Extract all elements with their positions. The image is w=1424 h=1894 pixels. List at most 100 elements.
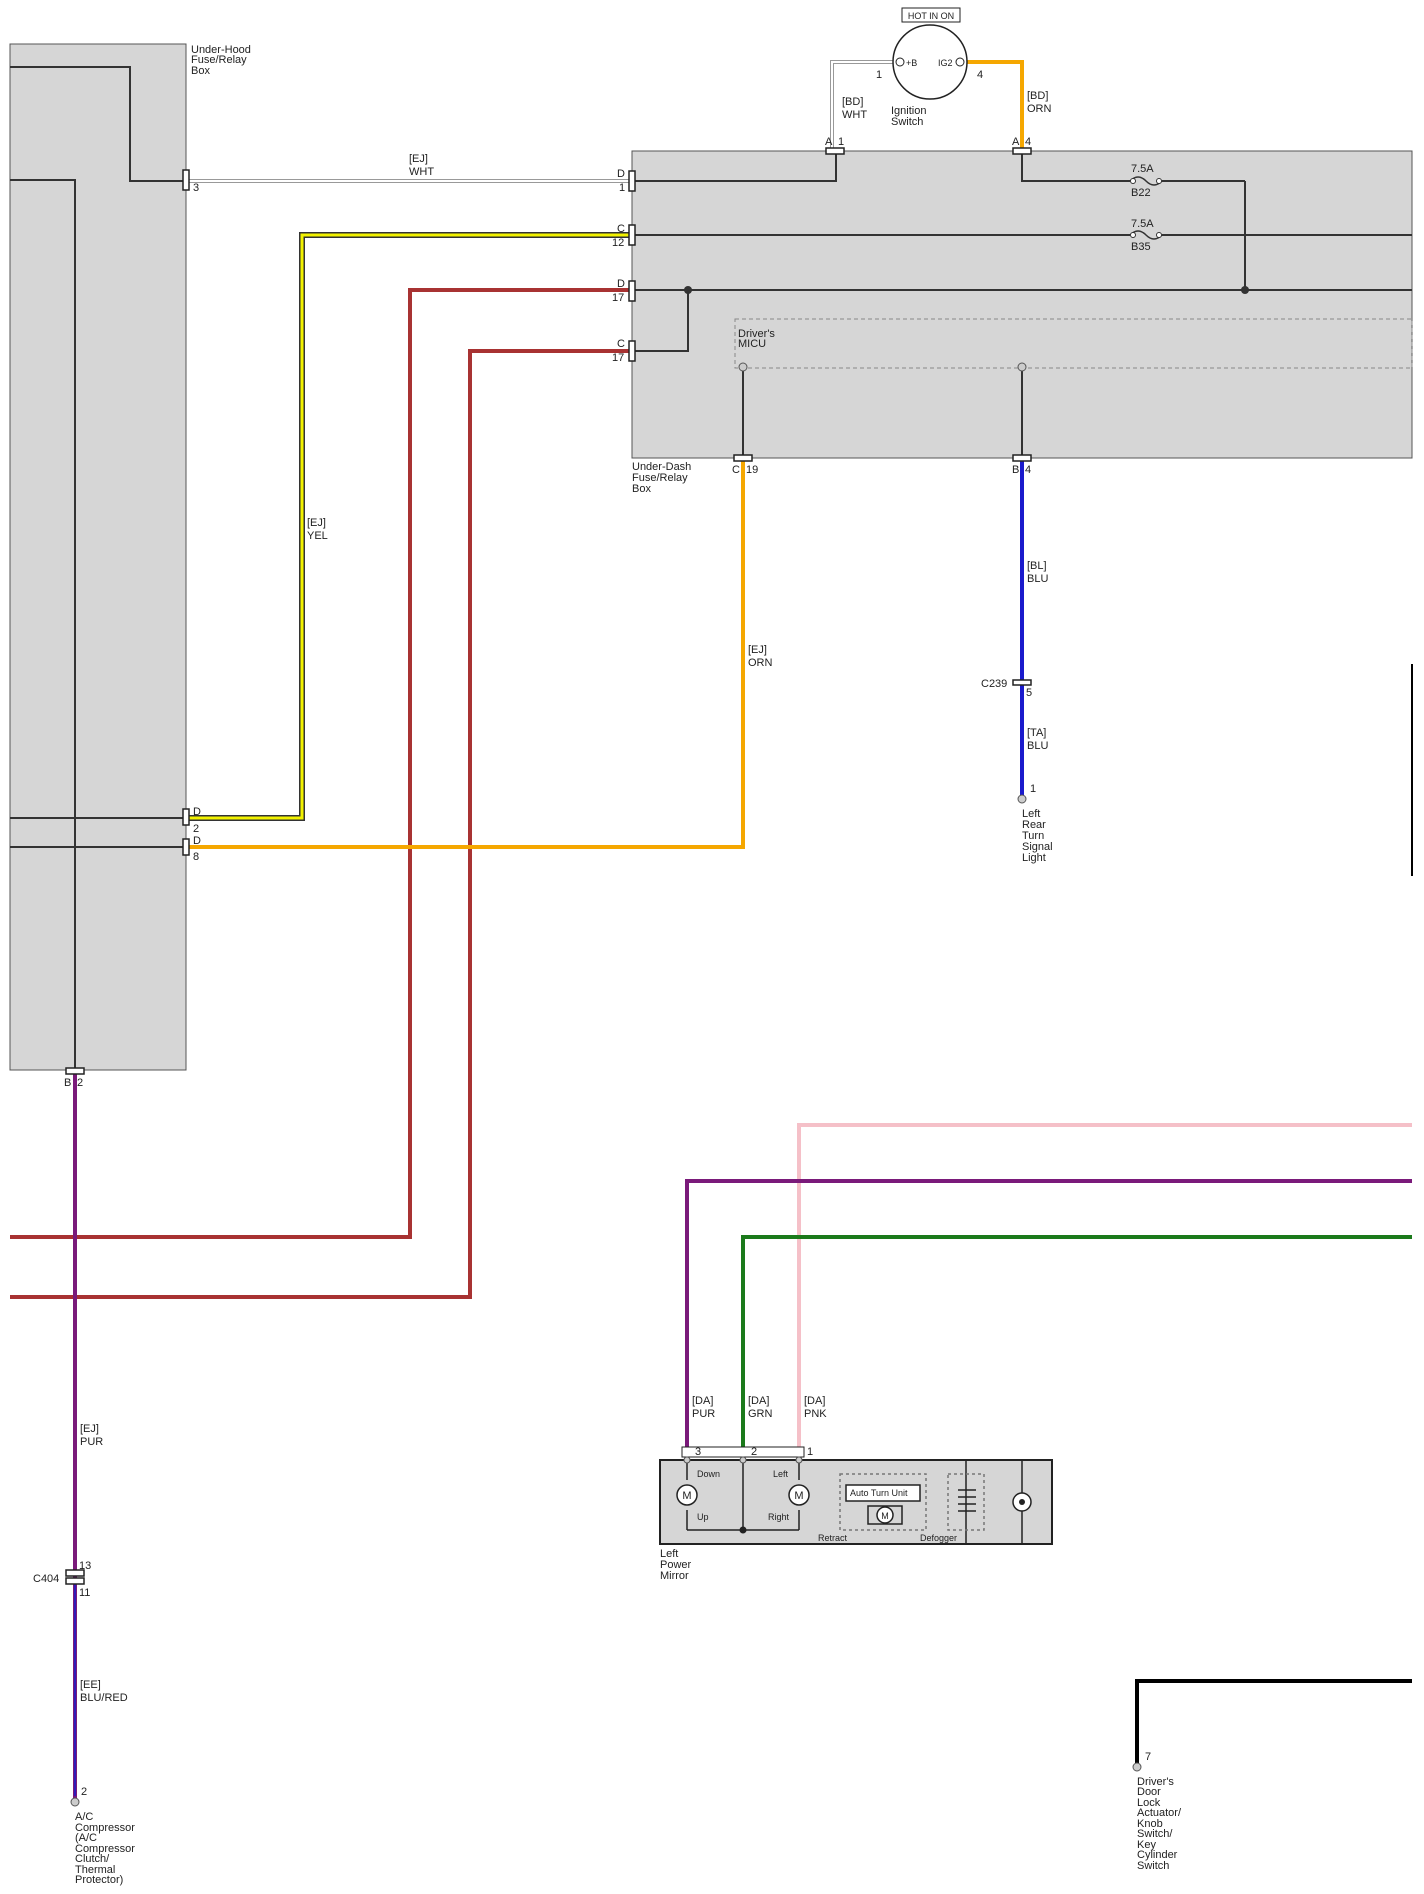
wire-label: [DA] xyxy=(804,1395,825,1407)
turn-label-1: Left xyxy=(1022,808,1040,820)
wire-label: GRN xyxy=(748,1408,773,1420)
door-label-9: Switch xyxy=(1137,1860,1169,1872)
conn-b4-pin: 4 xyxy=(1025,464,1031,476)
wire-label: PUR xyxy=(692,1408,715,1420)
micu-terminal xyxy=(738,362,748,372)
fuse-id: B35 xyxy=(1131,241,1151,253)
fuse-rating: 7.5A xyxy=(1131,218,1154,230)
connector-markers xyxy=(65,147,1032,1075)
conn-c12-letter: C xyxy=(617,223,625,235)
door-label-2: Door xyxy=(1137,1786,1161,1798)
fuse-rating: 7.5A xyxy=(1131,163,1154,175)
terminal-ac xyxy=(70,1797,80,1807)
mirror-retract: Retract xyxy=(818,1533,848,1543)
ac-label-7: Protector) xyxy=(75,1874,123,1886)
ignition-label-2: Switch xyxy=(891,116,923,128)
dash-box-label-3: Box xyxy=(632,483,651,495)
wire-label: [BD] xyxy=(842,96,863,108)
wire-label: [BD] xyxy=(1027,90,1048,102)
left-power-mirror: M M M Down Up Left Right Auto Turn Unit … xyxy=(659,1446,1053,1545)
door-label-1: Driver's xyxy=(1137,1776,1174,1788)
wire-label: [DA] xyxy=(692,1395,713,1407)
wire-label: PUR xyxy=(80,1436,103,1448)
turn-label-4: Signal xyxy=(1022,841,1053,853)
under-dash-internal-wires xyxy=(632,151,1412,458)
hot-in-on-label: HOT IN ON xyxy=(908,11,954,21)
door-label-4: Actuator/ xyxy=(1137,1807,1182,1819)
hood-box-label-2: Fuse/Relay xyxy=(191,54,247,66)
turn-label-3: Turn xyxy=(1022,830,1044,842)
conn-b4-letter: B xyxy=(1012,464,1019,476)
ac-label-5: Clutch/ xyxy=(75,1853,110,1865)
fuse-b35: 7.5A B35 xyxy=(1129,218,1163,253)
wire-label: WHT xyxy=(842,109,867,121)
micu-label-1: Driver's xyxy=(738,328,775,340)
mirror-down: Down xyxy=(697,1469,720,1479)
conn-d17-pin: 17 xyxy=(612,292,624,304)
motor-retract: M xyxy=(881,1511,889,1521)
connector-c404 xyxy=(65,1569,85,1585)
mirror-defogger: Defogger xyxy=(920,1533,957,1543)
wire-bd-orn xyxy=(962,60,1024,151)
wire-label: BLU/RED xyxy=(80,1692,128,1704)
conn-d8-letter: D xyxy=(193,835,201,847)
door-label-6: Switch/ xyxy=(1137,1828,1173,1840)
conn-a4-letter: A xyxy=(1012,136,1020,148)
mirror-label-3: Mirror xyxy=(660,1570,689,1582)
conn-c239-pin: 5 xyxy=(1026,687,1032,699)
wire-label: BLU xyxy=(1027,740,1048,752)
conn-c19-pin: 19 xyxy=(746,464,758,476)
wire-label: YEL xyxy=(307,530,328,542)
conn-d8-pin: 8 xyxy=(193,851,199,863)
wire-red-2 xyxy=(10,349,632,1299)
conn-d17-letter: D xyxy=(617,278,625,290)
ac-label-4: Compressor xyxy=(75,1843,135,1855)
mirror-pin-1: 1 xyxy=(807,1446,813,1458)
conn-a4-pin: 4 xyxy=(1025,136,1031,148)
dash-box-label-2: Fuse/Relay xyxy=(632,472,688,484)
wire-label: [EJ] xyxy=(748,644,767,656)
wire-da-pur xyxy=(685,1179,1412,1460)
splice-dot xyxy=(1241,286,1249,294)
ac-pin: 2 xyxy=(81,1786,87,1798)
ac-label-3: (A/C xyxy=(75,1832,97,1844)
terminal-turn-light xyxy=(1017,794,1027,804)
conn-d2-letter: D xyxy=(193,806,201,818)
wire-bd-wht-core xyxy=(831,61,897,151)
conn-c404-pin-11: 11 xyxy=(79,1587,90,1599)
ac-label-6: Thermal xyxy=(75,1864,115,1876)
wire-label: [EJ] xyxy=(80,1423,99,1435)
conn-a1-pin: 1 xyxy=(838,136,844,148)
fuse-b22: 7.5A B22 xyxy=(1129,163,1163,199)
door-label-3: Lock xyxy=(1137,1797,1161,1809)
conn-d1-letter: D xyxy=(617,168,625,180)
ignition-label-1: Ignition xyxy=(891,105,926,117)
wire-label: [BL] xyxy=(1027,560,1047,572)
splice-dot xyxy=(684,286,692,294)
conn-c239: C239 xyxy=(981,678,1007,690)
conn-b2-letter: B xyxy=(64,1077,71,1089)
ig-pin-1: 1 xyxy=(876,69,882,81)
ignition-switch: HOT IN ON +B IG2 1 4 Ignition Switch xyxy=(876,7,983,128)
under-hood-fuse-box xyxy=(9,43,187,1071)
wire-label: [DA] xyxy=(748,1395,769,1407)
wire-label: BLU xyxy=(1027,573,1048,585)
wire-label: [EJ] xyxy=(307,517,326,529)
conn-c17-pin: 17 xyxy=(612,352,624,364)
turn-label-5: Light xyxy=(1022,852,1046,864)
micu-box xyxy=(734,318,1413,369)
wire-label: [EJ] xyxy=(409,153,428,165)
wire-label: WHT xyxy=(409,166,434,178)
conn-c404-pin-13: 13 xyxy=(79,1560,91,1572)
wire-ej-orn xyxy=(186,458,745,849)
conn-c17-letter: C xyxy=(617,338,625,350)
terminal-door xyxy=(1132,1762,1142,1772)
under-hood-internal-wires xyxy=(10,66,186,1070)
dash-box-label-1: Under-Dash xyxy=(632,461,691,473)
hood-box-label-1: Under-Hood xyxy=(191,44,251,56)
ig-ig2: IG2 xyxy=(938,58,953,68)
ac-label-2: Compressor xyxy=(75,1822,135,1834)
conn-c12-pin: 12 xyxy=(612,237,624,249)
mirror-pin-3: 3 xyxy=(695,1446,701,1458)
